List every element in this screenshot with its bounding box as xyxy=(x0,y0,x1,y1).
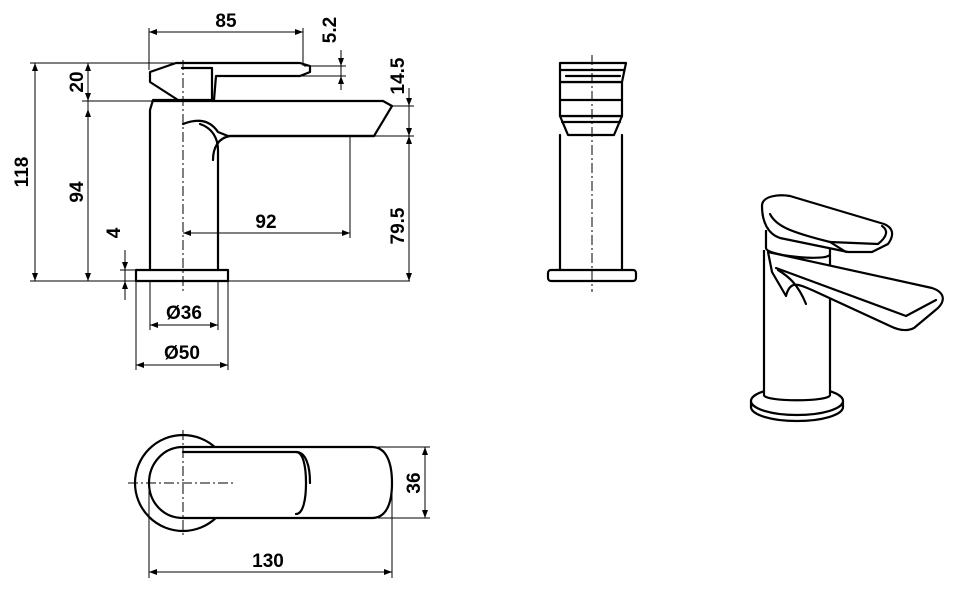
body-outline-right xyxy=(198,122,220,272)
arrow xyxy=(338,58,344,66)
dim-spout-height: 94 xyxy=(67,181,88,203)
iso-handle-edge xyxy=(828,224,888,246)
base-plate-outline xyxy=(134,268,230,283)
dim-base-plate: 4 xyxy=(104,227,125,238)
dim-handle-length: 85 xyxy=(215,11,237,32)
arrow xyxy=(85,109,91,117)
iso-spout-curve xyxy=(776,268,808,306)
arrow xyxy=(150,322,158,328)
arrow xyxy=(210,322,218,328)
arrow xyxy=(136,362,144,368)
front-elevation-view: 85 5.2 20 118 94 4 xyxy=(12,11,414,370)
dim-body-diameter: Ø36 xyxy=(166,303,202,324)
arrow xyxy=(85,63,91,71)
arrow xyxy=(406,98,412,106)
iso-spout xyxy=(766,250,944,332)
arrow xyxy=(32,63,38,71)
handle-outline xyxy=(148,61,312,102)
plan-spout-outline xyxy=(147,445,394,520)
arrow xyxy=(85,273,91,281)
arrow xyxy=(422,447,428,455)
arrow xyxy=(422,510,428,518)
plan-view: 36 130 xyxy=(128,430,430,578)
dim-plan-width: 36 xyxy=(404,472,425,493)
isometric-view xyxy=(749,194,944,423)
arrow xyxy=(122,262,128,270)
arrow xyxy=(384,569,392,575)
spout-underside xyxy=(181,119,376,138)
arrow xyxy=(32,273,38,281)
spout-outline xyxy=(151,99,394,162)
arrow xyxy=(295,29,303,35)
dim-outlet-height: 79.5 xyxy=(388,207,409,244)
side-handle xyxy=(558,61,628,84)
dim-total-height: 118 xyxy=(12,157,33,188)
arrow xyxy=(406,136,412,144)
arrow xyxy=(406,128,412,136)
arrow xyxy=(342,230,350,236)
arrow xyxy=(122,281,128,289)
side-spout-section xyxy=(558,114,624,137)
dim-base-diameter: Ø50 xyxy=(164,343,200,364)
arrow xyxy=(85,93,91,101)
dim-handle-height: 20 xyxy=(67,71,88,92)
side-elevation-view xyxy=(546,55,638,292)
arrow xyxy=(220,362,228,368)
plan-handle-edge xyxy=(294,450,312,485)
arrow xyxy=(149,29,157,35)
arrow xyxy=(183,230,191,236)
dim-plan-length: 130 xyxy=(252,551,284,572)
dim-spout-offset: 14.5 xyxy=(388,57,409,94)
dim-handle-thickness: 5.2 xyxy=(320,17,341,43)
iso-handle xyxy=(760,194,894,254)
arrow xyxy=(406,273,412,281)
arrow xyxy=(338,76,344,84)
dim-spout-reach: 92 xyxy=(255,212,276,233)
arrow xyxy=(149,569,157,575)
iso-spout-edge xyxy=(774,266,938,318)
handle-inner-line xyxy=(180,66,214,102)
